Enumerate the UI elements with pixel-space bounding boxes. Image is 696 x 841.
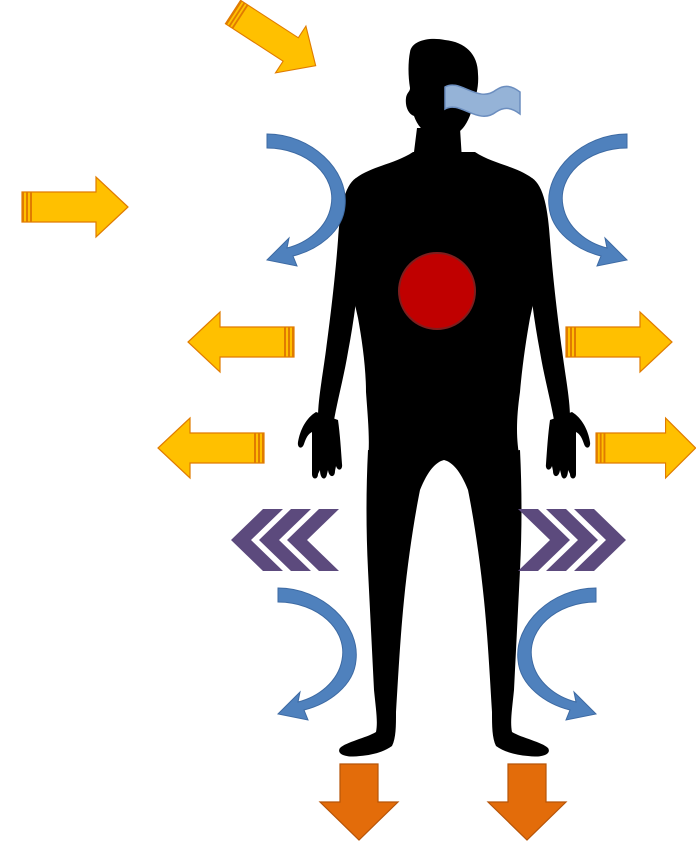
evaporation-chevrons-right xyxy=(518,509,626,571)
body-core-circle-icon xyxy=(399,253,475,329)
convection-arrow-upper-left xyxy=(267,134,345,266)
incoming-radiation-arrow-left xyxy=(22,177,128,237)
convection-arrow-upper-right xyxy=(549,134,627,266)
convection-arrow-lower-right xyxy=(518,588,596,720)
human-silhouette-icon xyxy=(298,39,590,757)
outgoing-radiation-arrow-right-lower xyxy=(596,418,696,478)
incoming-radiation-arrow-top xyxy=(218,0,331,89)
conduction-arrow-right xyxy=(488,764,566,840)
outgoing-radiation-arrow-right-upper xyxy=(566,312,672,372)
outgoing-radiation-arrow-left-upper xyxy=(188,312,294,372)
conduction-arrow-left xyxy=(320,764,398,840)
outgoing-radiation-arrow-left-lower xyxy=(158,418,264,478)
evaporation-chevrons-left xyxy=(231,509,339,571)
convection-arrow-lower-left xyxy=(278,588,356,720)
